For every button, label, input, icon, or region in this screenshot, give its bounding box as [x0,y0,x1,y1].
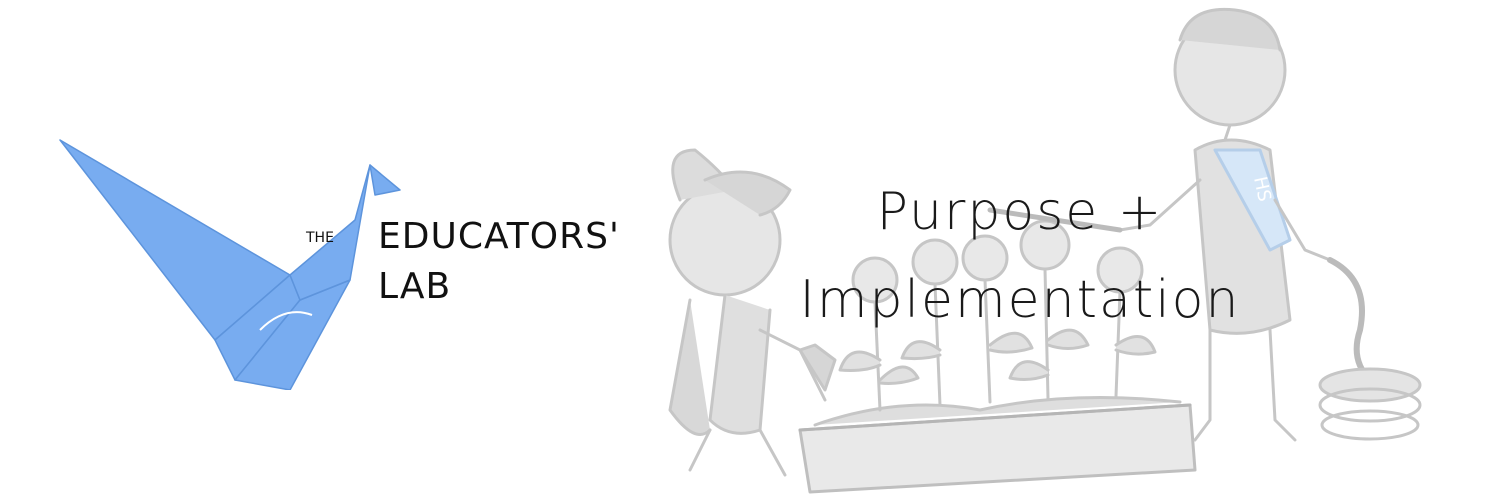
banner-title: Purpose + Implementation [780,168,1260,344]
logo-word-the: THE [306,230,334,246]
sash-text: HS [1249,175,1275,204]
origami-bird-icon [59,139,401,390]
banner-title-line1: Purpose + [876,182,1164,242]
illustration-drawing: HS [668,7,1422,494]
gardening-illustration: HS [650,0,1500,500]
banner-title-line2: Implementation [799,270,1241,330]
educators-lab-logo: THE EDUCATORS' LAB [50,130,630,390]
logo-word-educators: EDUCATORS' [378,216,620,257]
logo-word-lab: LAB [378,266,452,307]
